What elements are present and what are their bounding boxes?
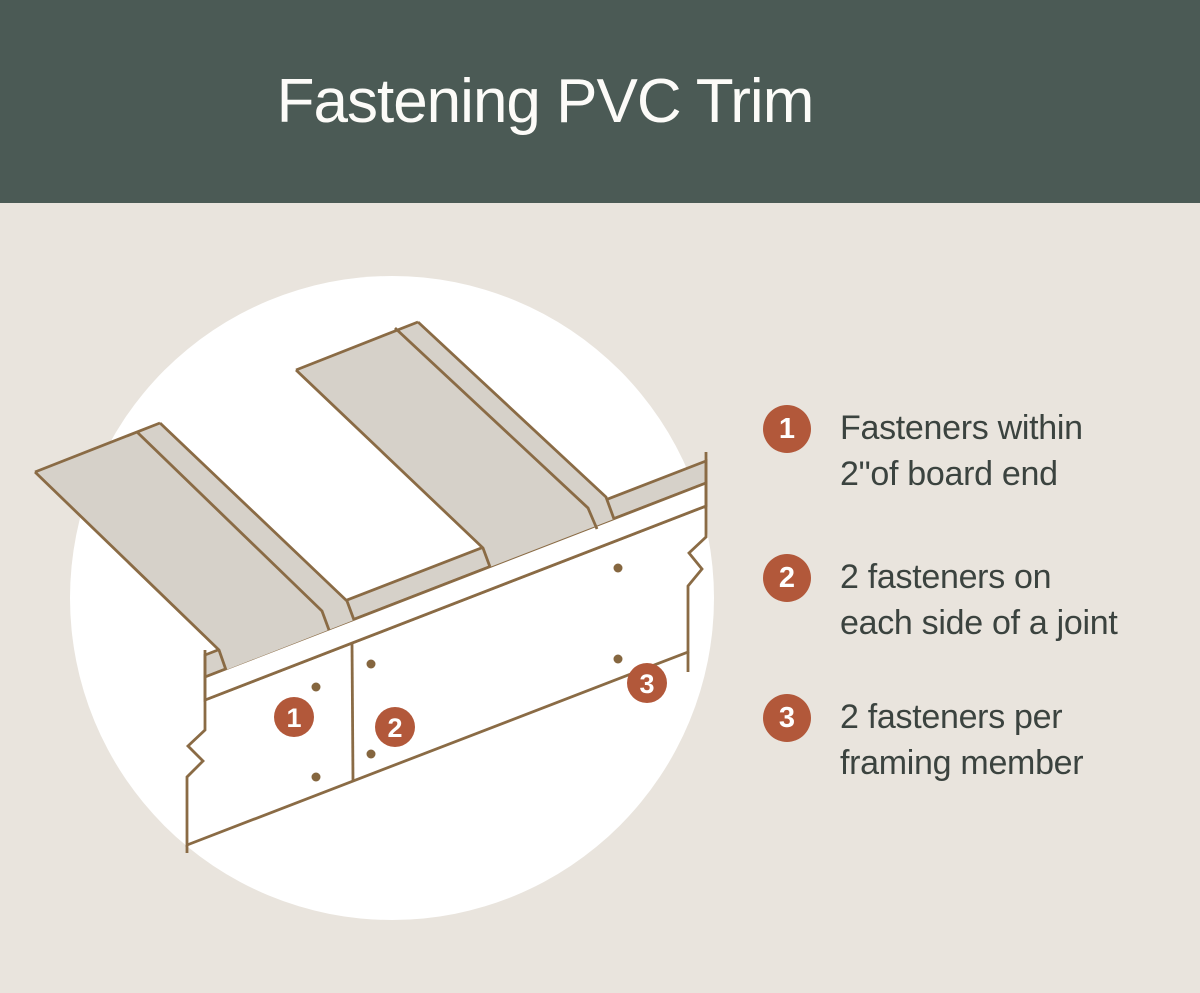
marker-3: 3 — [627, 663, 667, 703]
legend-text-2: 2 fasteners on each side of a joint — [840, 558, 1118, 642]
rafter-board-1 — [34, 421, 356, 671]
fastener-dots — [311, 563, 623, 782]
pvc-trim-illustration: 1 2 3 — [34, 276, 714, 920]
joint-line — [350, 642, 355, 782]
legend-item-3: 3 2 fasteners per framing member — [763, 694, 1084, 786]
fastener-dot — [366, 749, 376, 759]
fastener-dot — [613, 563, 623, 573]
badge-number: 3 — [778, 701, 796, 734]
rafter-board-2 — [295, 320, 616, 568]
legend-badge-1: 1 — [763, 405, 811, 453]
marker-1: 1 — [274, 697, 314, 737]
legend-text-1: Fasteners within 2"of board end — [840, 409, 1083, 493]
right-end-edge — [686, 452, 708, 672]
legend-item-1: 1 Fasteners within 2"of board end — [763, 405, 1083, 497]
legend-text-3: 2 fasteners per framing member — [840, 698, 1084, 782]
legend-badge-3: 3 — [763, 694, 811, 742]
badge-number: 1 — [778, 412, 796, 445]
legend-badge-2: 2 — [763, 554, 811, 602]
fastener-dot — [366, 659, 376, 669]
badge-number: 2 — [778, 561, 796, 594]
header-bar: Fastening PVC Trim — [0, 0, 1200, 203]
marker-2: 2 — [375, 707, 415, 747]
fastener-dot — [613, 654, 623, 664]
fastener-dot — [311, 772, 321, 782]
svg-text:2: 2 — [387, 713, 402, 743]
legend-item-2: 2 2 fasteners on each side of a joint — [763, 554, 1118, 646]
infographic-body: 1 2 3 1 Fasteners within 2"of board end … — [0, 203, 1200, 993]
svg-text:1: 1 — [286, 703, 301, 733]
page-title: Fastening PVC Trim — [276, 67, 815, 136]
fastener-dot — [311, 682, 321, 692]
svg-text:3: 3 — [639, 669, 654, 699]
left-end-edge — [185, 650, 207, 853]
